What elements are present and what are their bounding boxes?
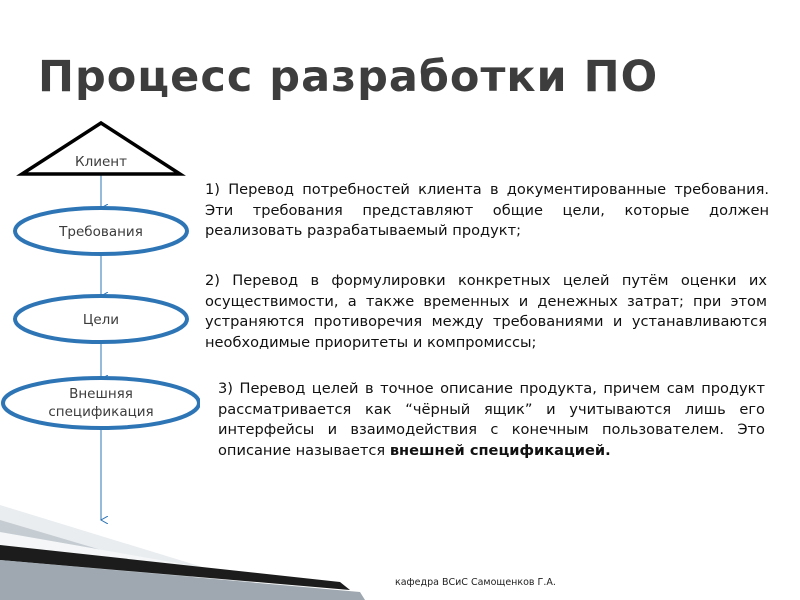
external-spec-ellipse (1, 376, 200, 430)
footer-author: кафедра ВСиС Самощенков Г.А. (395, 577, 556, 588)
step-2-text: 2) Перевод в формулировки конкретных цел… (205, 272, 767, 351)
goals-label: Цели (83, 312, 119, 328)
step-3-text: 3) Перевод целей в точное описание проду… (218, 379, 765, 461)
external-spec-label-line1: Внешняя (69, 386, 133, 402)
requirements-label: Требования (58, 224, 143, 240)
requirements-ellipse (13, 206, 189, 256)
slide-title: Процесс разработки ПО (38, 52, 659, 102)
external-spec-label-line2: спецификация (48, 404, 153, 420)
stripe-dark (0, 545, 350, 590)
step-1-text: 1) Перевод потребностей клиента в докуме… (205, 181, 769, 239)
client-label: Клиент (75, 154, 127, 170)
step-3-main: 3) Перевод целей в точное описание проду… (218, 380, 765, 459)
process-flow-diagram: Клиент Требования Цели Внешняя специфика… (1, 120, 200, 600)
goals-ellipse (13, 294, 189, 344)
client-triangle (16, 120, 186, 176)
stripe-grey (0, 560, 365, 600)
step-3-term: внешней спецификацией. (389, 441, 611, 459)
